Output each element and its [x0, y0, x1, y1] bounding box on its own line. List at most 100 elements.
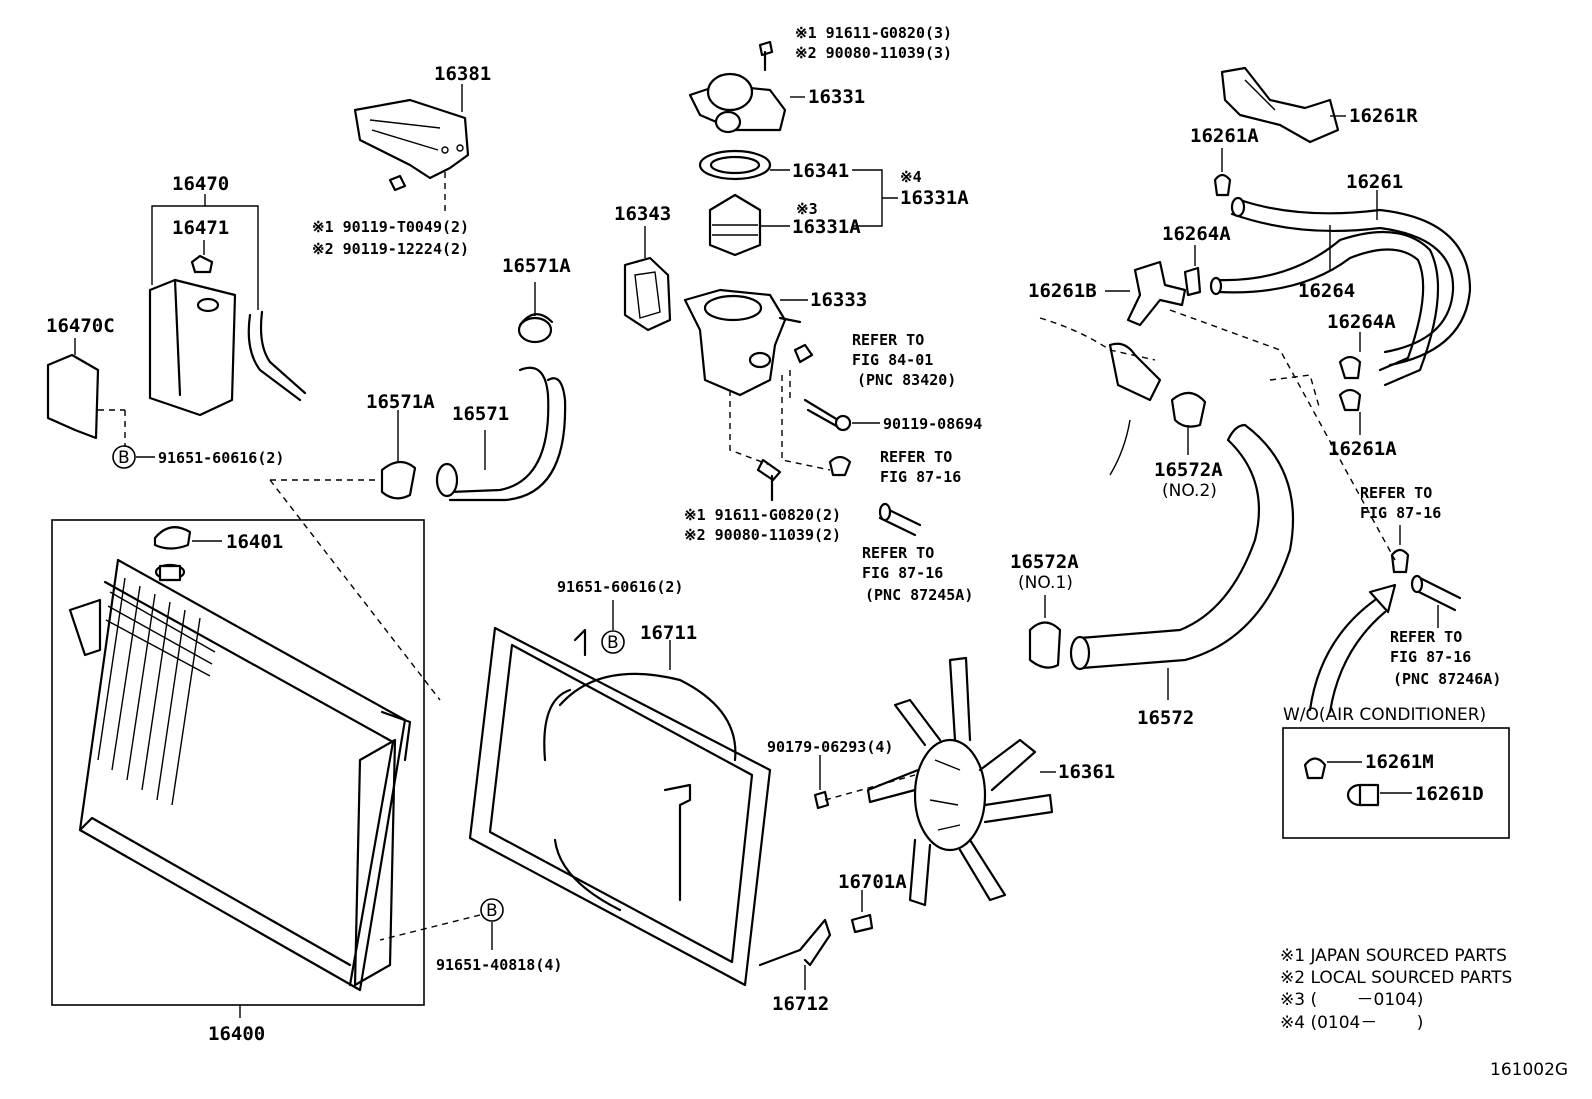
- wo-ac-frame: [1282, 727, 1510, 839]
- clamp-16264A-top-part: [1183, 245, 1202, 297]
- label-16261A-right: 16261A: [1328, 438, 1397, 460]
- bracket-16712-part: [758, 918, 832, 990]
- label-s2-90119-12224: ※2 90119-12224(2): [312, 240, 469, 258]
- label-16400: 16400: [208, 1023, 265, 1045]
- label-mark3: ※3: [796, 200, 818, 218]
- label-16571A-top: 16571A: [502, 255, 571, 277]
- refer-84-01-group: REFER TO FIG 84-01 (PNC 83420): [793, 331, 956, 389]
- label-mark4: ※4: [900, 168, 922, 186]
- label-16571: 16571: [452, 403, 509, 425]
- ref-87-16b-line1: REFER TO: [862, 544, 934, 562]
- label-16361: 16361: [1058, 761, 1115, 783]
- lower-hose-16572-part: [1069, 423, 1295, 671]
- ref-circle-b-left: [112, 445, 136, 469]
- bracket-16381-part: [353, 98, 470, 215]
- bracket-16261R-part: [1220, 66, 1340, 144]
- label-91651-60616-mid: 91651-60616(2): [557, 578, 683, 596]
- ref-87-16c-line2: FIG 87-16: [1360, 504, 1441, 522]
- part-16701A: [850, 890, 874, 934]
- label-b2-90080-11039-2: ※2 90080-11039(2): [684, 526, 841, 544]
- label-16261B: 16261B: [1028, 280, 1097, 302]
- label-no2: (NO.2): [1162, 481, 1217, 501]
- label-s1-90119-T0049: ※1 90119-T0049(2): [312, 218, 469, 236]
- label-16381: 16381: [434, 63, 491, 85]
- label-16333: 16333: [810, 289, 867, 311]
- ref-87-16d-line3: (PNC 87246A): [1393, 670, 1501, 688]
- label-16261R: 16261R: [1349, 105, 1418, 127]
- label-90179-06293: 90179-06293(4): [767, 738, 893, 756]
- refer-87-16d-group: REFER TO FIG 87-16 (PNC 87246A): [1390, 574, 1501, 688]
- label-16261M: 16261M: [1365, 751, 1434, 773]
- label-no1: (NO.1): [1018, 573, 1073, 593]
- ref-87-16b-line2: FIG 87-16: [862, 564, 943, 582]
- water-outlet-16331-part: [688, 40, 787, 134]
- label-b2-90080-11039-3: ※2 90080-11039(3): [795, 44, 952, 62]
- clamp-refer-87-16a: REFER TO FIG 87-16: [781, 375, 961, 486]
- radiator-drawing: [68, 558, 412, 992]
- arrow-head: [1368, 583, 1397, 614]
- ref-circle-b-low: [480, 898, 504, 922]
- label-16331A-b: 16331A: [792, 216, 861, 238]
- clamp-16261A-top-part: [1213, 148, 1232, 197]
- gasket-16343-part: [623, 256, 672, 332]
- label-16264A-right: 16264A: [1327, 311, 1396, 333]
- wo-ac-parts: [1303, 757, 1412, 807]
- radiator-assembly-frame: [51, 519, 425, 1006]
- gasket-16341-part: [698, 149, 772, 181]
- ref-b-left-text: B: [118, 448, 130, 468]
- arrow-shaft: [1308, 598, 1387, 714]
- note-local-sourced: ※2 LOCAL SOURCED PARTS: [1280, 968, 1512, 988]
- label-b1-91611-G0820-2: ※1 91611-G0820(2): [684, 506, 841, 524]
- label-16712: 16712: [772, 993, 829, 1015]
- reservoir-tank-part: [148, 254, 307, 417]
- fitting-16261B-part: [1126, 260, 1187, 327]
- label-90119-08694: 90119-08694: [883, 415, 982, 433]
- ref-87-16a-line2: FIG 87-16: [880, 468, 961, 486]
- note-4: ※4 (0104－ ): [1280, 1013, 1423, 1033]
- note-3: ※3 ( －0104): [1280, 990, 1423, 1010]
- radiator-cap-part: [153, 526, 222, 550]
- note-japan-sourced: ※1 JAPAN SOURCED PARTS: [1280, 946, 1507, 966]
- label-16471: 16471: [172, 217, 229, 239]
- cooling-fan-16361-part: [813, 656, 1054, 907]
- ref-84-01-line2: FIG 84-01: [852, 351, 933, 369]
- diagram-code: 161002G: [1490, 1060, 1568, 1080]
- label-91651-60616-left: 91651-60616(2): [158, 449, 284, 467]
- bolt-91611-G0820-2-part: [729, 390, 782, 502]
- fan-shroud-16711-part: [468, 626, 772, 987]
- label-16711: 16711: [640, 622, 697, 644]
- ref-87-16c-line1: REFER TO: [1360, 484, 1432, 502]
- ref-b-mid-text: B: [607, 633, 619, 653]
- label-16470: 16470: [172, 173, 229, 195]
- label-b1-91611-G0820-3: ※1 91611-G0820(3): [795, 24, 952, 42]
- clamps-right-part: [1338, 332, 1362, 435]
- ref-87-16b-line3: (PNC 87245A): [865, 586, 973, 604]
- label-16264: 16264: [1298, 280, 1355, 302]
- label-16572A-no2: 16572A: [1154, 459, 1223, 481]
- label-16331: 16331: [808, 86, 865, 108]
- clamp-16572A-no1-part: [1028, 595, 1062, 669]
- ref-84-01-line3: (PNC 83420): [857, 371, 956, 389]
- bolt-90119-08694-part: [789, 370, 852, 432]
- ref-b-low-text: B: [486, 901, 498, 921]
- label-16470C: 16470C: [46, 315, 115, 337]
- label-16701A: 16701A: [838, 871, 907, 893]
- label-wo-ac: W/O(AIR CONDITIONER): [1283, 705, 1486, 725]
- reservoir-bracket-part: [46, 353, 126, 447]
- label-16341: 16341: [792, 160, 849, 182]
- ref-87-16d-line1: REFER TO: [1390, 628, 1462, 646]
- hose-refer-87-16b: REFER TO FIG 87-16 (PNC 87245A): [862, 502, 973, 604]
- upper-hose-16571-part: [380, 313, 567, 502]
- ref-87-16a-line1: REFER TO: [880, 448, 952, 466]
- label-91651-40818: 91651-40818(4): [436, 956, 562, 974]
- hose-16261-part: [1209, 196, 1472, 387]
- label-16264A-top: 16264A: [1162, 223, 1231, 245]
- label-16572A-no1: 16572A: [1010, 551, 1079, 573]
- label-16401: 16401: [226, 531, 283, 553]
- ref-84-01-line1: REFER TO: [852, 331, 924, 349]
- clamp-16572A-no2-part: [1170, 391, 1207, 455]
- ref-87-16d-line2: FIG 87-16: [1390, 648, 1471, 666]
- label-16331A-a: 16331A: [900, 187, 969, 209]
- label-16572: 16572: [1137, 707, 1194, 729]
